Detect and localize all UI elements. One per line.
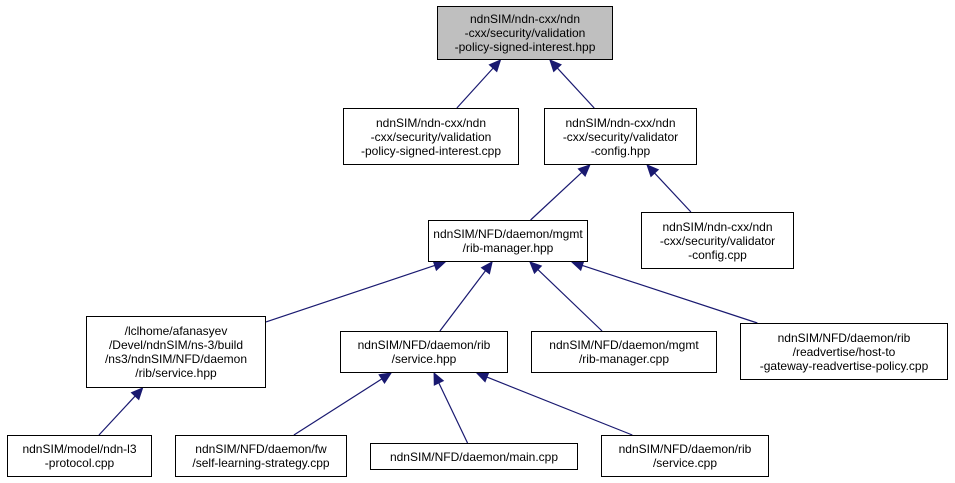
edge-n10-to-n6	[293, 372, 393, 436]
edge-arrowhead	[549, 59, 562, 73]
node-label: ndnSIM/NFD/daemon/rib /service.cpp	[618, 442, 752, 470]
node-rib-service-cpp[interactable]: ndnSIM/NFD/daemon/rib /service.cpp	[601, 435, 769, 477]
edge-line	[439, 270, 486, 332]
edge-line	[438, 382, 469, 444]
edge-line	[556, 67, 595, 109]
edge-n5-to-n3	[265, 260, 447, 323]
node-label: ndnSIM/NFD/daemon/rib /readvertise/host-…	[759, 330, 929, 373]
node-rib-manager-cpp[interactable]: ndnSIM/NFD/daemon/mgmt /rib-manager.cpp	[531, 331, 717, 373]
node-label: ndnSIM/NFD/daemon/rib /service.hpp	[357, 338, 491, 366]
edge-line	[582, 264, 758, 324]
node-build-rib-service-hpp[interactable]: /lclhome/afanasyev /Devel/ndnSIM/ns-3/bu…	[86, 316, 266, 388]
node-validator-config-cpp[interactable]: ndnSIM/ndn-cxx/ndn -cxx/security/validat…	[641, 212, 794, 269]
node-label: ndnSIM/ndn-cxx/ndn -cxx/security/validat…	[659, 219, 776, 262]
edge-arrowhead	[433, 371, 445, 386]
edge-line	[530, 172, 583, 221]
node-host-to-gateway-readvertise-policy-cpp[interactable]: ndnSIM/NFD/daemon/rib /readvertise/host-…	[740, 323, 948, 380]
edge-arrowhead	[378, 372, 393, 385]
edge-line	[486, 376, 633, 436]
node-validation-policy-signed-interest-hpp[interactable]: ndnSIM/ndn-cxx/ndn -cxx/security/validat…	[437, 6, 613, 60]
node-validation-policy-signed-interest-cpp[interactable]: ndnSIM/ndn-cxx/ndn -cxx/security/validat…	[343, 108, 519, 165]
node-label: ndnSIM/NFD/daemon/mgmt /rib-manager.hpp	[433, 227, 583, 255]
edge-n8-to-n3	[570, 260, 758, 324]
edge-arrowhead	[130, 387, 144, 401]
node-daemon-main-cpp[interactable]: ndnSIM/NFD/daemon/main.cpp	[370, 443, 578, 470]
edge-arrowhead	[488, 59, 502, 73]
edge-n6-to-n3	[439, 261, 493, 332]
edge-arrowhead	[577, 164, 591, 178]
edge-n11-to-n6	[433, 371, 469, 444]
node-rib-manager-hpp[interactable]: ndnSIM/NFD/daemon/mgmt /rib-manager.hpp	[428, 220, 588, 262]
edge-n9-to-n5	[98, 387, 144, 436]
edge-n4-to-n2	[646, 164, 692, 213]
edge-line	[293, 378, 383, 436]
edge-line	[537, 269, 603, 332]
edge-arrowhead	[570, 260, 585, 272]
node-label: ndnSIM/ndn-cxx/ndn -cxx/security/validat…	[454, 12, 596, 54]
edge-arrowhead	[432, 260, 447, 272]
node-validator-config-hpp[interactable]: ndnSIM/ndn-cxx/ndn -cxx/security/validat…	[544, 108, 697, 165]
edge-arrowhead	[480, 261, 493, 275]
edge-n3-to-n2	[530, 164, 591, 221]
edge-line	[265, 264, 435, 323]
node-rib-service-hpp[interactable]: ndnSIM/NFD/daemon/rib /service.hpp	[340, 331, 508, 373]
node-label: ndnSIM/ndn-cxx/ndn -cxx/security/validat…	[360, 115, 502, 158]
node-label: ndnSIM/NFD/daemon/mgmt /rib-manager.cpp	[549, 338, 699, 366]
edge-arrowhead	[529, 261, 543, 275]
edge-line	[98, 395, 136, 436]
edge-n2-to-n0	[549, 59, 595, 109]
edge-n7-to-n3	[529, 261, 603, 332]
node-self-learning-strategy-cpp[interactable]: ndnSIM/NFD/daemon/fw /self-learning-stra…	[175, 435, 347, 477]
edge-line	[654, 172, 692, 213]
node-label: /lclhome/afanasyev /Devel/ndnSIM/ns-3/bu…	[104, 324, 248, 380]
node-label: ndnSIM/NFD/daemon/main.cpp	[389, 449, 559, 464]
edge-line	[456, 67, 494, 109]
node-label: ndnSIM/NFD/daemon/fw /self-learning-stra…	[192, 442, 330, 470]
node-label: ndnSIM/ndn-cxx/ndn -cxx/security/validat…	[562, 115, 679, 158]
edge-arrowhead	[646, 164, 660, 178]
node-label: ndnSIM/model/ndn-l3 -protocol.cpp	[22, 442, 137, 470]
edge-n12-to-n6	[475, 371, 633, 436]
edge-n1-to-n0	[456, 59, 502, 109]
node-ndn-l3-protocol-cpp[interactable]: ndnSIM/model/ndn-l3 -protocol.cpp	[7, 435, 152, 477]
edge-arrowhead	[475, 371, 490, 383]
